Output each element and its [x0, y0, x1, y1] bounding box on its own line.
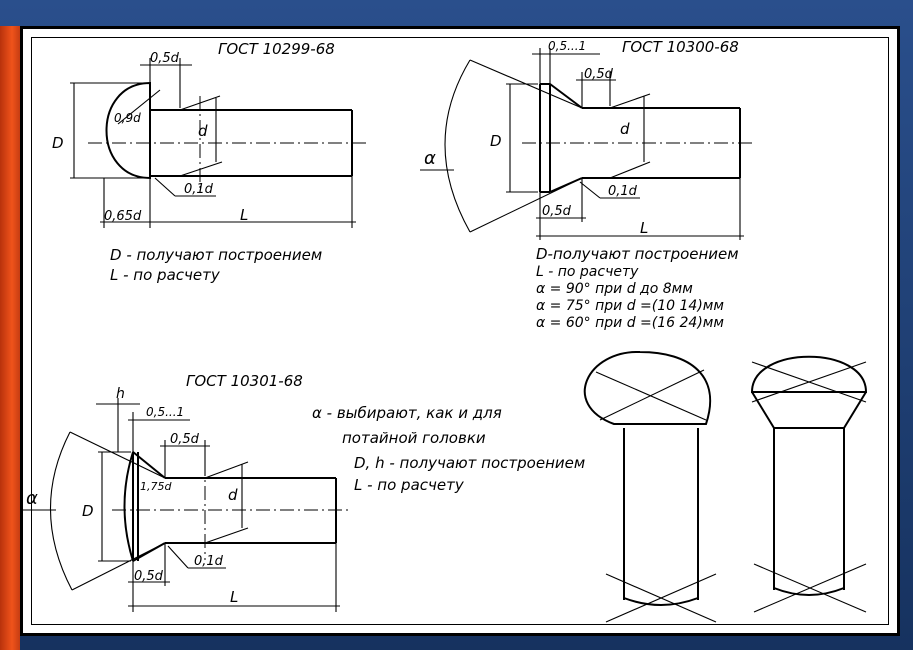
gost-label-b: ГОСТ 10300-68: [622, 38, 739, 56]
note-c1: α - выбирают, как и для: [312, 404, 502, 422]
dim-01d-a: 0,1d: [184, 182, 214, 197]
orange-side-bar: [0, 26, 20, 650]
dim-L-a: L: [240, 206, 248, 224]
dim-alpha-c: α: [26, 488, 38, 509]
dim-065d: 0,65d: [104, 209, 142, 224]
note-b1: D-получают построением: [536, 245, 739, 263]
note-b5: α = 60° при d =(16 24)мм: [536, 315, 724, 331]
dim-D-a: D: [52, 134, 64, 152]
iso-round-rivet: [583, 350, 717, 623]
iso-countersunk-rivet: [750, 355, 868, 613]
dim-175d: 1,75d: [140, 480, 172, 493]
dim-D-b: D: [490, 132, 502, 150]
dim-half-d-b: 0,5d: [584, 67, 614, 82]
dim-h: h: [116, 386, 125, 402]
note-c4: L - по расчету: [354, 476, 465, 494]
note-a2: L - по расчету: [110, 266, 221, 284]
dim-d-a: d: [198, 122, 208, 140]
dim-d-c: d: [228, 486, 238, 504]
note-c3: D, h - получают построением: [354, 454, 585, 472]
note-b4: α = 75° при d =(10 14)мм: [536, 298, 724, 314]
dim-half-d-b2: 0,5d: [542, 204, 572, 219]
dim-half-d-c2: 0,5d: [134, 569, 164, 584]
dim-01d-c: 0,1d: [194, 554, 224, 569]
dim-range-c: 0,5...1: [146, 405, 184, 419]
gost-label-a: ГОСТ 10299-68: [218, 40, 335, 58]
dim-d-b: d: [620, 120, 630, 138]
dim-range-b: 0,5...1: [548, 39, 586, 53]
dim-01d-b: 0,1d: [608, 184, 638, 199]
dim-L-b: L: [640, 219, 648, 237]
note-a1: D - получают построением: [110, 246, 322, 264]
dim-D-c: D: [82, 502, 94, 520]
countersunk-rivet: [420, 48, 756, 240]
gost-label-c: ГОСТ 10301-68: [186, 372, 303, 390]
drawing-inner-border: [31, 37, 889, 625]
note-b3: α = 90° при d до 8мм: [536, 281, 693, 297]
note-b2: L - по расчету: [536, 264, 639, 280]
semi-countersunk-rivet: [22, 398, 352, 612]
round-head-rivet: [70, 58, 370, 228]
drawing-sheet: [20, 26, 900, 636]
dim-L-c: L: [230, 588, 238, 606]
dim-09d: 0,9d: [114, 111, 141, 125]
note-c2: потайной головки: [342, 429, 486, 447]
dim-half-d-c: 0,5d: [170, 432, 200, 447]
dim-alpha-b: α: [424, 148, 436, 169]
dim-half-d-a: 0,5d: [150, 51, 180, 66]
